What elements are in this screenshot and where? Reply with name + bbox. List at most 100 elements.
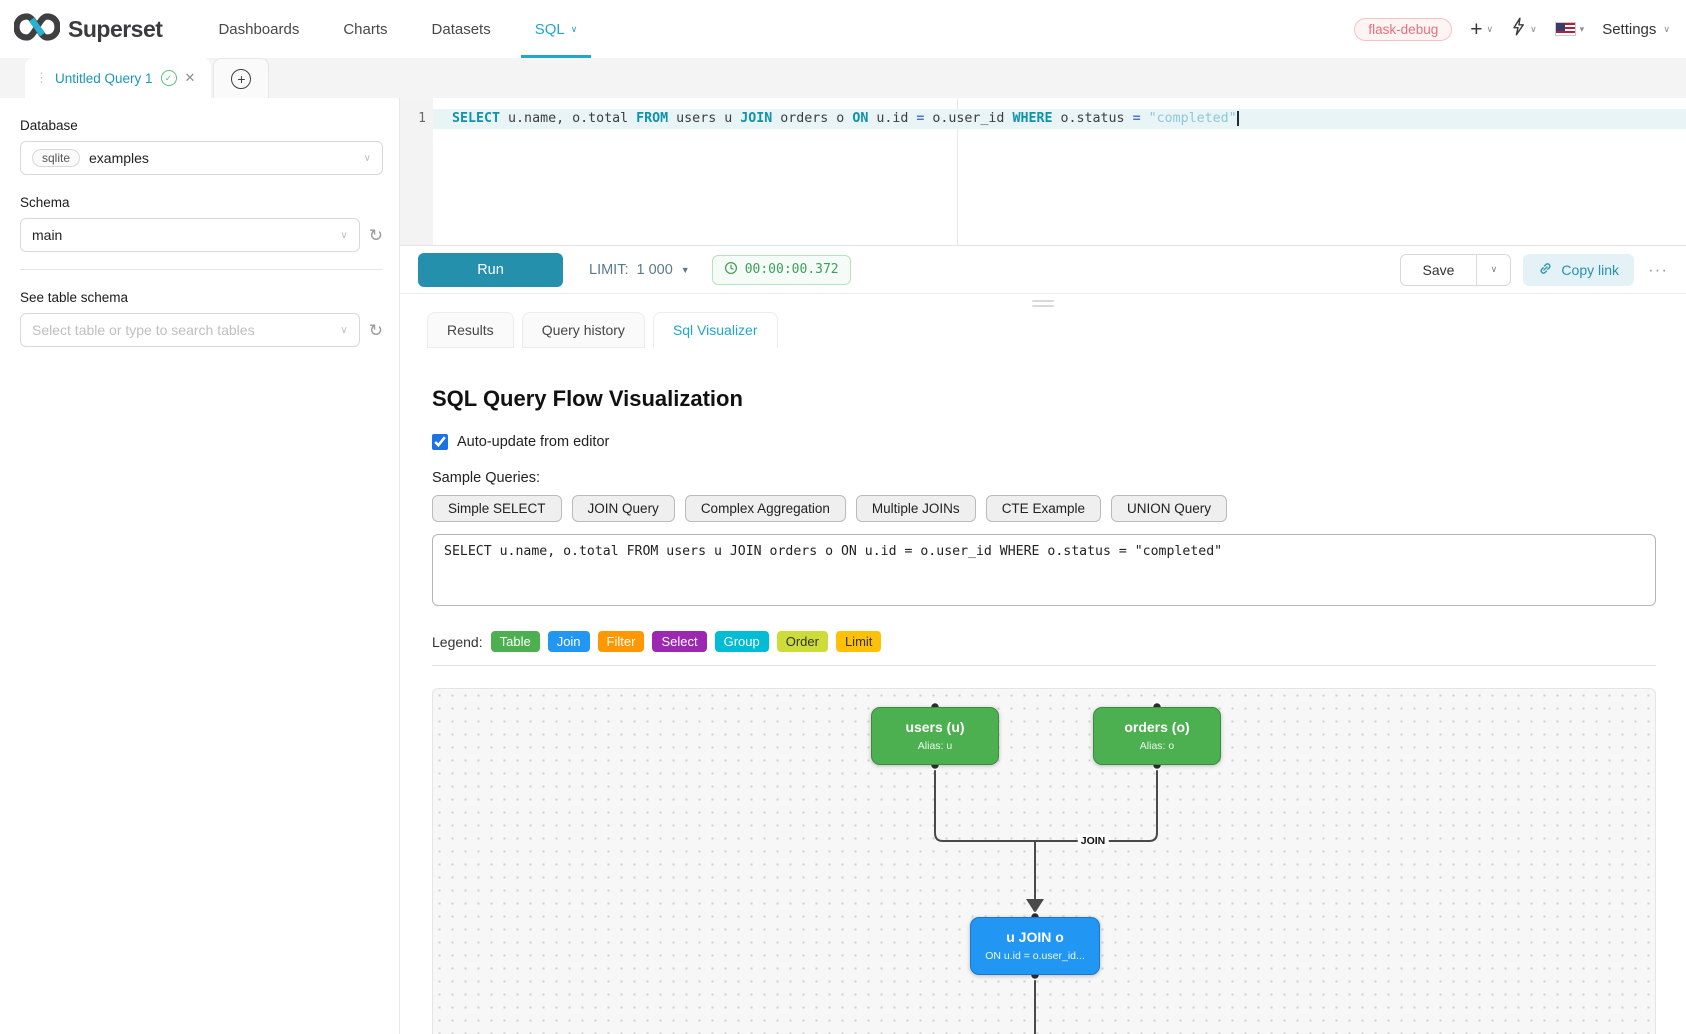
chevron-down-icon: ∨ [363,152,371,164]
node-subtitle: Alias: o [1139,740,1175,752]
query-tab-title: Untitled Query 1 [55,70,153,86]
language-dropdown[interactable]: ▾ [1554,22,1584,36]
drag-handle-icon[interactable]: ⋮ [35,70,48,85]
sample-query-cte-example[interactable]: CTE Example [985,495,1101,522]
schema-label: Schema [20,195,70,210]
settings-label: Settings [1602,20,1657,38]
auto-update-row: Auto-update from editor [432,434,1656,450]
limit-dropdown[interactable]: LIMIT: 1 000 ▼ [589,262,690,278]
flow-canvas[interactable]: users (u) Alias: u orders (o) Alias: o u… [432,688,1656,1034]
limit-value: 1 000 [636,261,673,278]
nav-item-datasets[interactable]: Datasets [431,20,491,38]
auto-update-label: Auto-update from editor [457,434,610,450]
nav-item-sql[interactable]: SQL∨ [513,0,600,58]
clock-icon [724,261,738,279]
sample-query-join-query[interactable]: JOIN Query [571,495,675,522]
node-title: orders (o) [1124,719,1190,735]
nav-item-dashboards[interactable]: Dashboards [218,20,300,38]
settings-menu[interactable]: Settings ∨ [1602,21,1670,38]
query-tab[interactable]: ⋮ Untitled Query 1 ✓ ✕ [25,58,212,98]
sql-lab-shortcut-dropdown[interactable]: ∨ [1511,17,1537,41]
print-margin-line [957,98,958,245]
main-nav: Dashboards Charts Datasets SQL∨ [196,0,599,58]
chevron-down-icon: ∨ [340,324,348,336]
sample-query-buttons: Simple SELECT JOIN Query Complex Aggregati… [432,495,1656,522]
join-edge-label: JOIN [1077,834,1109,848]
link-icon [1538,261,1553,279]
sql-editor[interactable]: 1 SELECT u.name, o.total FROM users u JO… [400,98,1686,246]
flow-node-join[interactable]: u JOIN o ON u.id = o.user_id... [970,917,1100,975]
chevron-down-icon: ∨ [340,229,348,241]
save-dropdown-button[interactable]: ∨ [1477,253,1512,286]
top-navbar: Superset Dashboards Charts Datasets SQL∨ fl… [0,0,1686,58]
chevron-down-icon: ∨ [1663,23,1670,34]
timer-value: 00:00:00.372 [744,262,839,277]
tab-query-history[interactable]: Query history [521,312,645,348]
copy-link-button[interactable]: Copy link [1523,253,1635,286]
tab-results[interactable]: Results [427,312,514,348]
legend-badge-table: Table [490,631,540,652]
refresh-schema-icon[interactable]: ↻ [368,225,383,245]
node-subtitle: ON u.id = o.user_id... [985,950,1085,962]
lightning-icon [1511,17,1526,41]
caret-down-icon: ▼ [680,264,690,275]
active-line-highlight [433,109,1686,129]
query-input[interactable]: SELECT u.name, o.total FROM users u JOIN… [432,534,1656,606]
database-label: Database [20,118,78,133]
schema-select[interactable]: main ∨ [20,218,360,252]
refresh-tables-icon[interactable]: ↻ [368,320,383,340]
pane-resize-handle[interactable] [1032,300,1054,307]
legend-badge-join: Join [547,631,590,652]
legend-badge-select: Select [652,631,707,652]
query-tab-strip: ⋮ Untitled Query 1 ✓ ✕ + [0,58,1686,98]
chevron-down-icon: ∨ [1530,23,1537,34]
editor-gutter: 1 [400,98,433,245]
more-actions-button[interactable]: ··· [1648,259,1668,279]
legend-badge-order: Order [776,631,828,652]
new-item-dropdown[interactable]: + ∨ [1470,19,1493,40]
flow-node-users[interactable]: users (u) Alias: u [871,707,999,765]
database-select[interactable]: sqlite examples ∨ [20,141,383,175]
sample-query-multiple-joins[interactable]: Multiple JOINs [855,495,976,522]
plus-circle-icon: + [231,68,252,89]
nav-item-charts[interactable]: Charts [343,20,388,38]
save-button[interactable]: Save [1399,253,1478,286]
sample-query-complex-aggregation[interactable]: Complex Aggregation [684,495,846,522]
add-query-tab[interactable]: + [213,58,270,98]
sql-visualizer-panel: SQL Query Flow Visualization Auto-update… [400,386,1686,1034]
tab-sql-visualizer[interactable]: Sql Visualizer [652,312,778,348]
flow-edges [929,701,1163,1034]
table-schema-label: See table schema [20,290,129,305]
sample-query-simple-select[interactable]: Simple SELECT [432,495,562,522]
flow-node-orders[interactable]: orders (o) Alias: o [1093,707,1221,765]
database-value: examples [89,150,149,166]
table-select-placeholder: Select table or type to search tables [32,322,255,338]
legend-badge-group: Group [714,631,769,652]
superset-logo-icon [13,12,61,47]
chevron-down-icon: ∨ [1486,23,1494,34]
sample-query-union-query[interactable]: UNION Query [1110,495,1227,522]
table-select[interactable]: Select table or type to search tables ∨ [20,313,360,347]
content-divider [432,665,1656,666]
legend-badge-limit: Limit [835,631,882,652]
sqllab-left-sidebar: Database sqlite examples ∨ Schema main ∨… [0,98,400,1034]
line-number: 1 [418,111,426,126]
brand-name: Superset [68,15,163,42]
node-subtitle: Alias: u [917,740,953,752]
auto-update-checkbox[interactable] [432,434,448,450]
close-tab-icon[interactable]: ✕ [184,70,196,85]
query-timer: 00:00:00.372 [711,254,851,285]
superset-brand[interactable]: Superset [13,12,163,47]
limit-label: LIMIT: [589,261,629,278]
legend-badge-filter: Filter [597,631,645,652]
environment-badge: flask-debug [1354,17,1453,41]
us-flag-icon [1554,22,1576,36]
editor-toolbar: Run LIMIT: 1 000 ▼ 00:00:00.372 Save ∨ [400,246,1686,294]
plus-icon: + [1470,17,1483,41]
sql-code-line: SELECT u.name, o.total FROM users u JOIN… [452,111,1239,126]
run-button[interactable]: Run [418,252,563,287]
copy-link-label: Copy link [1561,261,1620,278]
node-title: users (u) [905,719,965,735]
